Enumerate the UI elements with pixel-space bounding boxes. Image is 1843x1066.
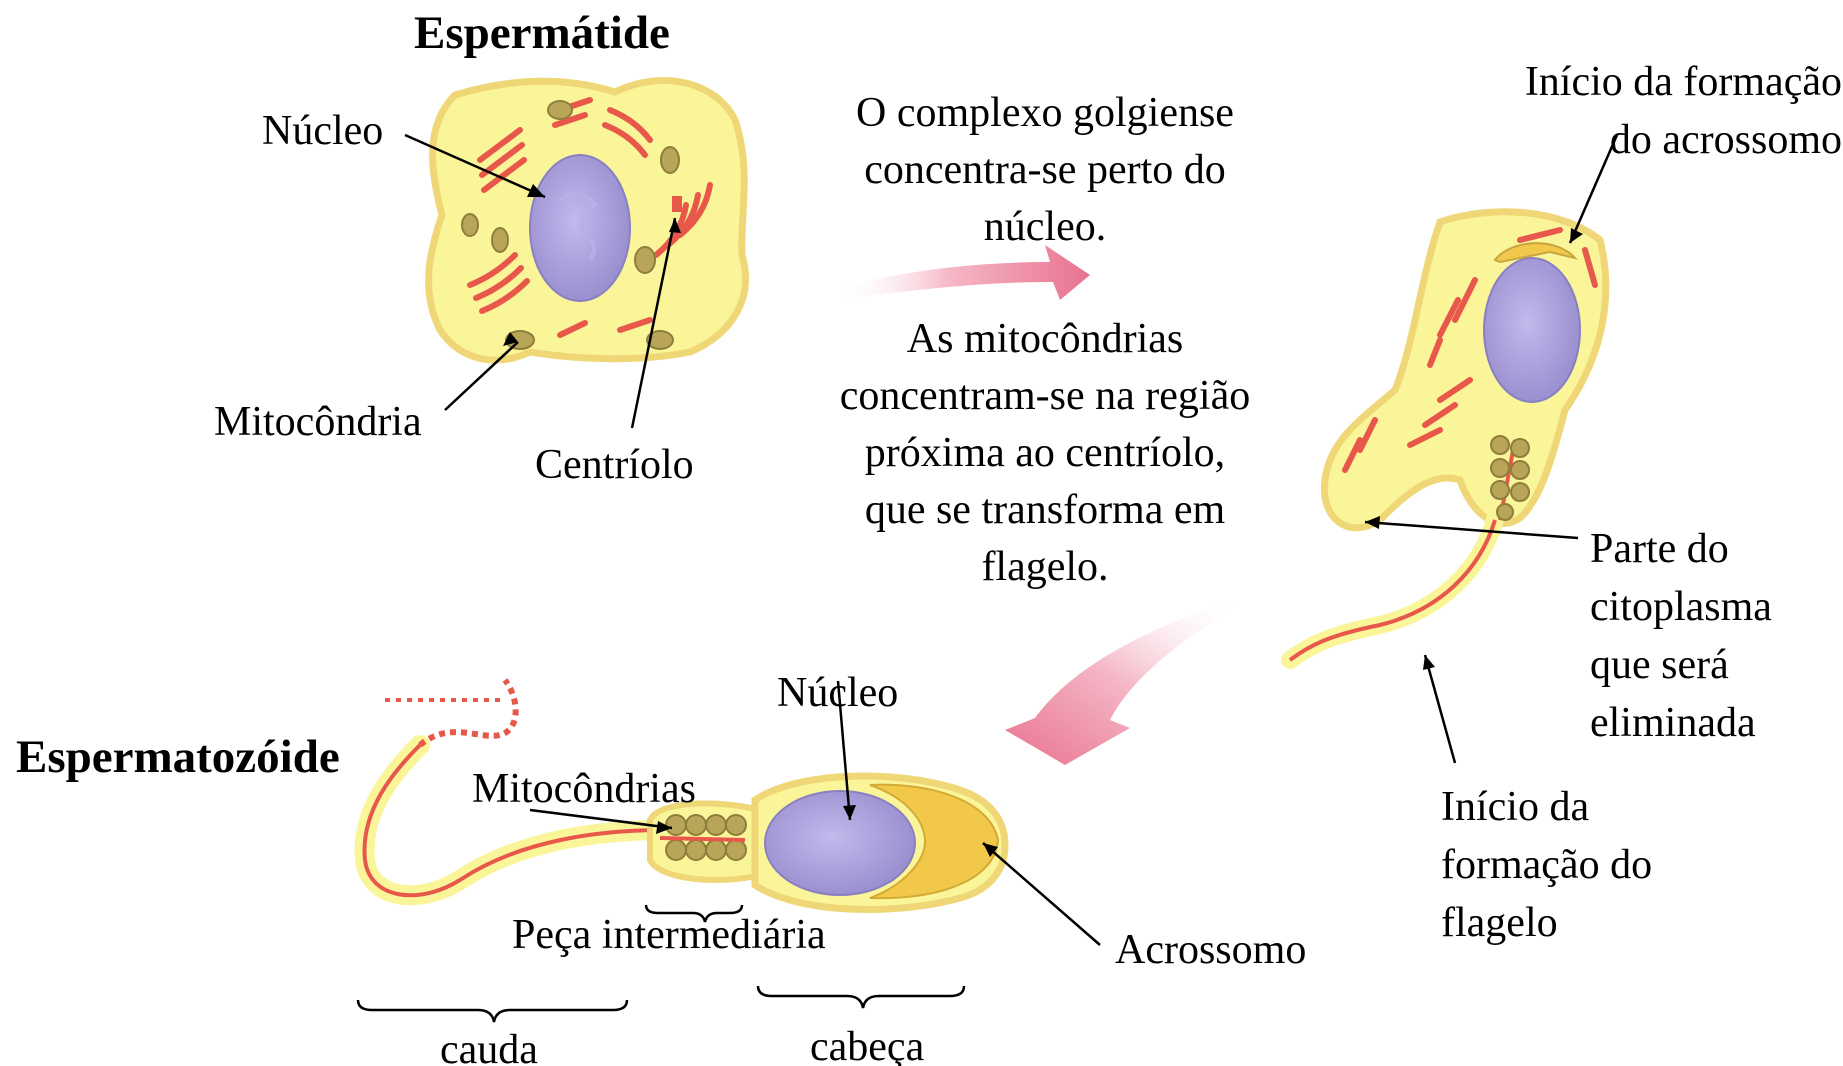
developing-nucleus <box>1483 257 1581 403</box>
braces <box>356 904 966 1023</box>
spermatid-mitochondria <box>461 100 680 350</box>
arrowheads <box>503 184 1583 857</box>
spermatozoon <box>354 678 1009 913</box>
leader-lines <box>404 133 1619 946</box>
spermatozoon-title: Espermatozóide <box>16 731 340 783</box>
spermatid-title: Espermátide <box>414 7 670 59</box>
midpiece-label: Peça intermediária <box>512 912 826 958</box>
sperm-nucleus-label: Núcleo <box>777 670 899 716</box>
developing-golgi <box>1342 227 1598 473</box>
acrosome-start-label: Início da formação do acrossomo <box>1524 59 1842 163</box>
brace-midpiece <box>644 904 744 923</box>
golgi-stacks <box>467 97 713 338</box>
golgi-description: O complexo golgiense concentra-se perto … <box>856 90 1234 250</box>
brace-tail <box>356 999 629 1023</box>
sperm-mitochondria-label: Mitocôndrias <box>472 766 696 812</box>
sperm-tail-end <box>418 678 519 748</box>
developing-cell <box>1281 208 1610 669</box>
process-arrow-1 <box>835 245 1090 300</box>
spermatid-centriole <box>672 196 682 212</box>
spermatid-mitochondria-label: Mitocôndria <box>214 399 422 445</box>
developing-flagellum <box>1281 511 1504 669</box>
sperm-nucleus <box>764 790 916 896</box>
sperm-acrosome <box>869 783 1000 900</box>
cytoplasm-label: Parte do citoplasma que será eliminada <box>1590 526 1772 746</box>
spermatid-nucleus <box>529 154 631 302</box>
spermatid-cell <box>425 77 749 364</box>
mitochondria-description: As mitocôndrias concentram-se na região … <box>839 316 1251 590</box>
head-label: cabeça <box>810 1024 925 1066</box>
process-arrow-2 <box>1005 600 1240 765</box>
developing-mitochondria <box>1490 435 1530 521</box>
acrosome-label: Acrossomo <box>1115 927 1307 973</box>
flagellum-start-label: Início da formação do flagelo <box>1441 784 1653 946</box>
tail-label: cauda <box>440 1027 538 1066</box>
brace-head <box>756 985 966 1009</box>
spermatid-centriole-label: Centríolo <box>535 442 694 488</box>
sperm-mitochondria <box>665 814 747 861</box>
developing-acrosome <box>1493 242 1578 264</box>
spermatid-nucleus-label: Núcleo <box>262 108 384 154</box>
